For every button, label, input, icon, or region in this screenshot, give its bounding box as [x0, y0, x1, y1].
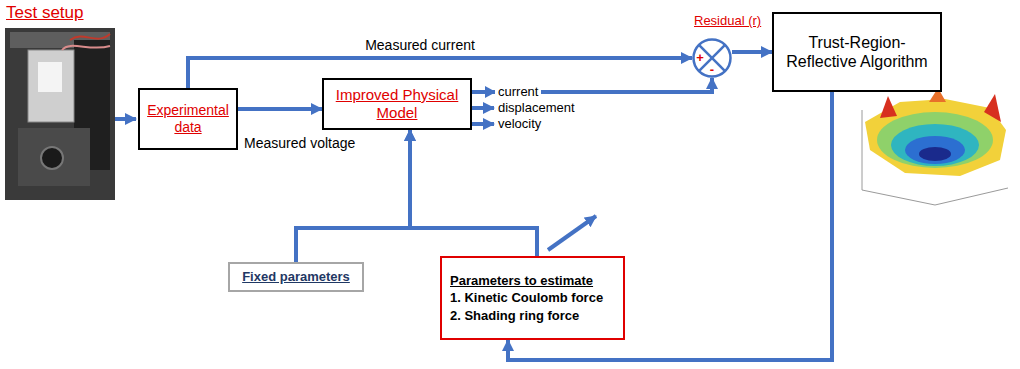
- surface-band: [905, 136, 965, 164]
- photo-base: [18, 128, 90, 186]
- surface-peak: [880, 96, 897, 118]
- surface-peak: [984, 94, 1001, 122]
- algorithm-box: Trust-Region-Reflective Algorithm: [772, 12, 942, 92]
- flow-connector: [732, 50, 772, 54]
- edge-label: current: [495, 85, 541, 100]
- flow-connector: [410, 130, 537, 256]
- fixed-parameters-box: Fixed parameters: [228, 262, 364, 292]
- process-box: Experimental data: [138, 88, 238, 150]
- node-title: Trust-Region-Reflective Algorithm: [782, 33, 932, 71]
- junction-circle: [694, 40, 731, 77]
- photo-ground: [5, 28, 115, 200]
- node-title: Fixed parameters: [236, 269, 356, 285]
- output-arrow: [472, 106, 494, 110]
- summing-junction: +-: [692, 38, 732, 78]
- output-arrow: [472, 122, 494, 126]
- model-box: Improved Physical Model: [322, 78, 472, 130]
- surface-band: [891, 124, 979, 166]
- node-text: -: [707, 63, 717, 77]
- photo-wire: [70, 34, 110, 40]
- photo-plate: [38, 62, 62, 92]
- surface-band: [919, 147, 951, 161]
- estimated-parameters-box: Parameters to estimate1. Kinetic Coulomb…: [440, 256, 625, 340]
- photo-wire: [62, 46, 110, 50]
- edge-label: Measured voltage: [241, 135, 358, 151]
- adjust-arrow: [548, 216, 596, 250]
- node-title: +: [695, 51, 705, 65]
- test-rig-photo: [5, 28, 115, 200]
- surface-band: [877, 112, 993, 168]
- node-title: Parameters to estimate: [450, 273, 615, 289]
- output-label: velocity: [498, 117, 541, 132]
- heading-label: Test setup: [6, 3, 84, 23]
- node-text: 1. Kinetic Coulomb force: [450, 290, 615, 306]
- output-label: displacement: [498, 101, 575, 116]
- photo-knob: [41, 147, 63, 169]
- cost-surface-plot: [862, 88, 1008, 205]
- node-title: Improved Physical Model: [330, 86, 464, 122]
- edge-label: Measured current: [362, 37, 478, 53]
- input-arrow: [115, 117, 136, 121]
- node-title: Experimental data: [145, 102, 231, 136]
- node-text: 2. Shading ring force: [450, 308, 615, 324]
- signal-label: Residual (r): [694, 14, 761, 29]
- photo-device: [28, 50, 74, 122]
- flow-connector: [238, 107, 322, 111]
